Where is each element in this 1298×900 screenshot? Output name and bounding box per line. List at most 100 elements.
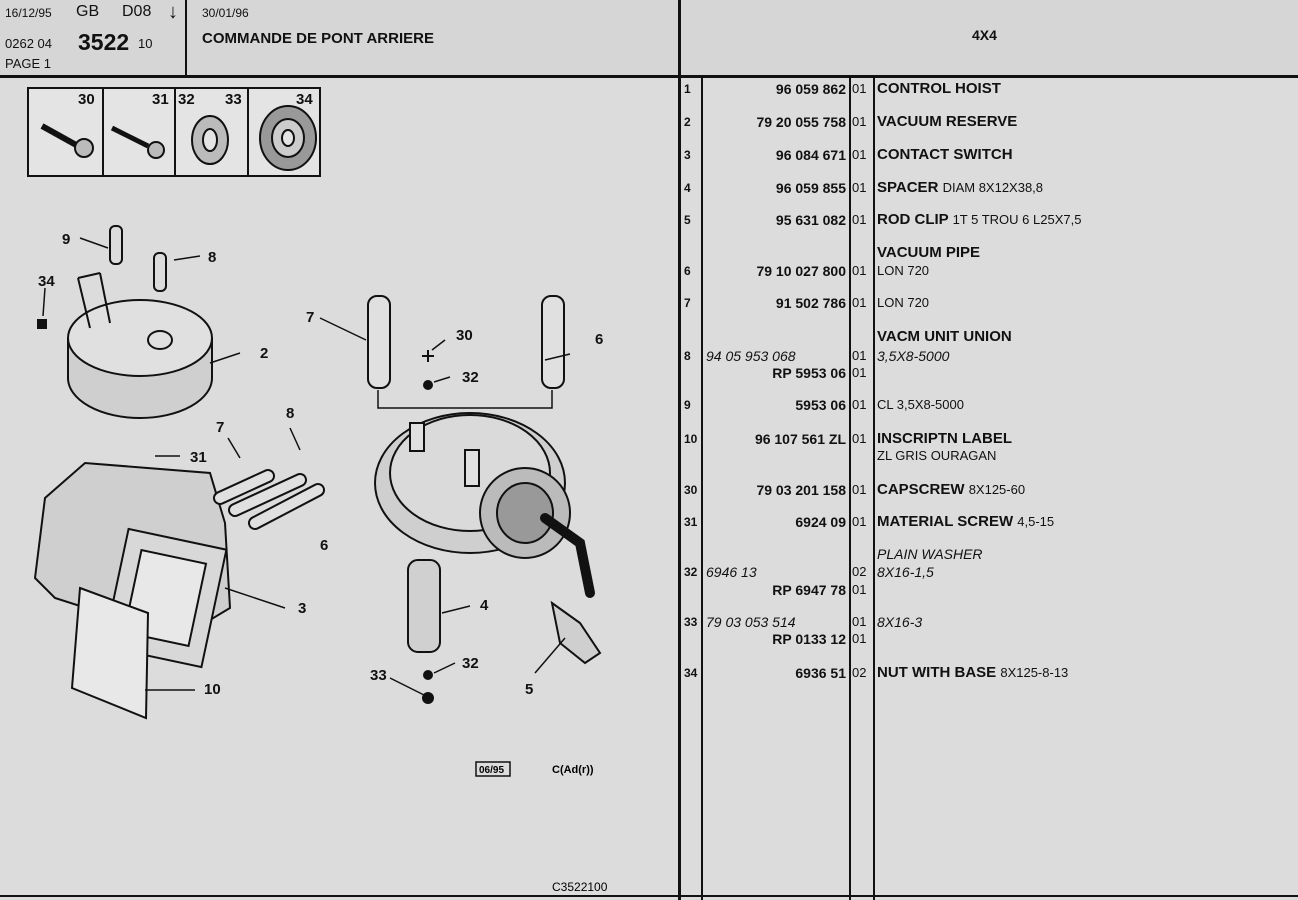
callout-8: 8 (208, 249, 216, 266)
callout-7b: 7 (306, 309, 314, 326)
part-number: 96 059 862 (775, 81, 846, 97)
callout-34: 34 (38, 273, 55, 290)
description: MATERIAL SCREW 4,5-15 (877, 513, 1054, 531)
quantity: 02 (852, 665, 867, 680)
description: LON 720 (877, 294, 929, 312)
description: VACUUM RESERVE (877, 113, 1017, 131)
description-main: ROD CLIP (877, 211, 949, 228)
parts-row: RP 5953 06 01 (680, 364, 1298, 382)
divider (873, 75, 875, 900)
quantity: 01 (852, 147, 867, 162)
parts-row: 34 6936 51 02 NUT WITH BASE 8X125-8-13 (680, 664, 1298, 682)
item-number: 30 (684, 483, 698, 497)
description-detail: 8X16-3 (877, 614, 923, 630)
callout-4: 4 (480, 597, 489, 614)
part-number: 96 107 561 ZL (754, 431, 846, 447)
description-main: NUT WITH BASE (877, 664, 997, 681)
quantity: 01 (852, 81, 867, 96)
description-main: CAPSCREW (877, 481, 965, 498)
item-number: 34 (684, 666, 698, 680)
hardware-label-34: 34 (296, 91, 313, 108)
ref-suffix: 10 (138, 36, 153, 51)
description: 8X16-1,5 (877, 563, 934, 581)
description-main: VACUUM RESERVE (877, 113, 1018, 130)
divider (701, 75, 703, 900)
part-number: 94 05 953 068 (706, 348, 796, 364)
description-main: VACM UNIT UNION (877, 328, 1012, 345)
description-detail: 8X125-8-13 (1000, 665, 1069, 680)
parts-row: ZL GRIS OURAGAN (680, 447, 1298, 465)
description-detail: CL 3,5X8-5000 (877, 397, 964, 412)
quantity: 01 (852, 631, 867, 646)
description-detail: ZL GRIS OURAGAN (877, 448, 997, 463)
callout-33: 33 (370, 667, 387, 684)
callout-31: 31 (190, 449, 207, 466)
callout-32: 32 (462, 369, 479, 386)
description: SPACER DIAM 8X12X38,8 (877, 179, 1043, 197)
description: CONTACT SWITCH (877, 146, 1013, 164)
part-number: 96 084 671 (775, 147, 846, 163)
item-number: 4 (684, 181, 691, 195)
quantity: 01 (852, 365, 867, 380)
stamp-code: C(Ad(r)) (552, 764, 594, 776)
item-number: 6 (684, 264, 691, 278)
part-number: 96 059 855 (775, 180, 846, 196)
description-detail: 8X16-1,5 (877, 564, 934, 580)
item-number: 7 (684, 296, 691, 310)
description: ROD CLIP 1T 5 TROU 6 L25X7,5 (877, 211, 1081, 229)
description: VACM UNIT UNION (877, 328, 1012, 346)
quantity: 01 (852, 212, 867, 227)
part-number: 6946 13 (706, 564, 757, 580)
part-number: 5953 06 (795, 397, 846, 413)
description: CAPSCREW 8X125-60 (877, 481, 1025, 499)
description: INSCRIPTN LABEL (877, 430, 1012, 448)
divider (185, 0, 187, 75)
stamp-date: 06/95 (479, 765, 504, 776)
part-number: 6936 51 (795, 665, 846, 681)
callout-5: 5 (525, 681, 533, 698)
description-main: CONTACT SWITCH (877, 146, 1013, 163)
hardware-label-31: 31 (152, 91, 169, 108)
part-number: 79 20 055 758 (756, 114, 846, 130)
callout-2: 2 (260, 345, 268, 362)
divider (678, 0, 681, 900)
description-detail: LON 720 (877, 263, 930, 278)
part-number: RP 0133 12 (772, 631, 846, 647)
description: PLAIN WASHER (877, 545, 983, 563)
description-detail: DIAM 8X12X38,8 (942, 180, 1044, 195)
description: CL 3,5X8-5000 (877, 396, 964, 414)
down-arrow-icon: ↓ (168, 1, 178, 23)
section-code: D08 (122, 3, 152, 20)
description-main: PLAIN WASHER (877, 546, 983, 562)
quantity: 02 (852, 564, 867, 579)
quantity: 01 (852, 614, 867, 629)
description: VACUUM PIPE (877, 244, 980, 262)
page-header: 16/12/95 GB D08 ↓ 0262 04 3522 10 PAGE 1… (0, 0, 1298, 78)
quantity: 01 (852, 397, 867, 412)
part-number: 91 502 786 (775, 295, 846, 311)
part-number: RP 5953 06 (772, 365, 846, 381)
quantity: 01 (852, 514, 867, 529)
description-detail: 8X125-60 (968, 482, 1026, 497)
item-number: 31 (684, 515, 698, 529)
ref-main: 3522 (78, 29, 130, 55)
description-main: MATERIAL SCREW (877, 513, 1014, 530)
quantity: 01 (852, 348, 867, 363)
part-number: 79 03 053 514 (706, 614, 796, 630)
part-number: RP 6947 78 (772, 582, 846, 598)
callout-10: 10 (204, 681, 221, 698)
parts-row: VACM UNIT UNION (680, 328, 1298, 346)
callout-9: 9 (62, 231, 70, 248)
item-number: 2 (684, 115, 691, 129)
item-number: 1 (684, 82, 691, 96)
parts-row: VACUUM PIPE (680, 244, 1298, 262)
callout-30: 30 (456, 327, 473, 344)
hardware-label-30: 30 (78, 91, 95, 108)
